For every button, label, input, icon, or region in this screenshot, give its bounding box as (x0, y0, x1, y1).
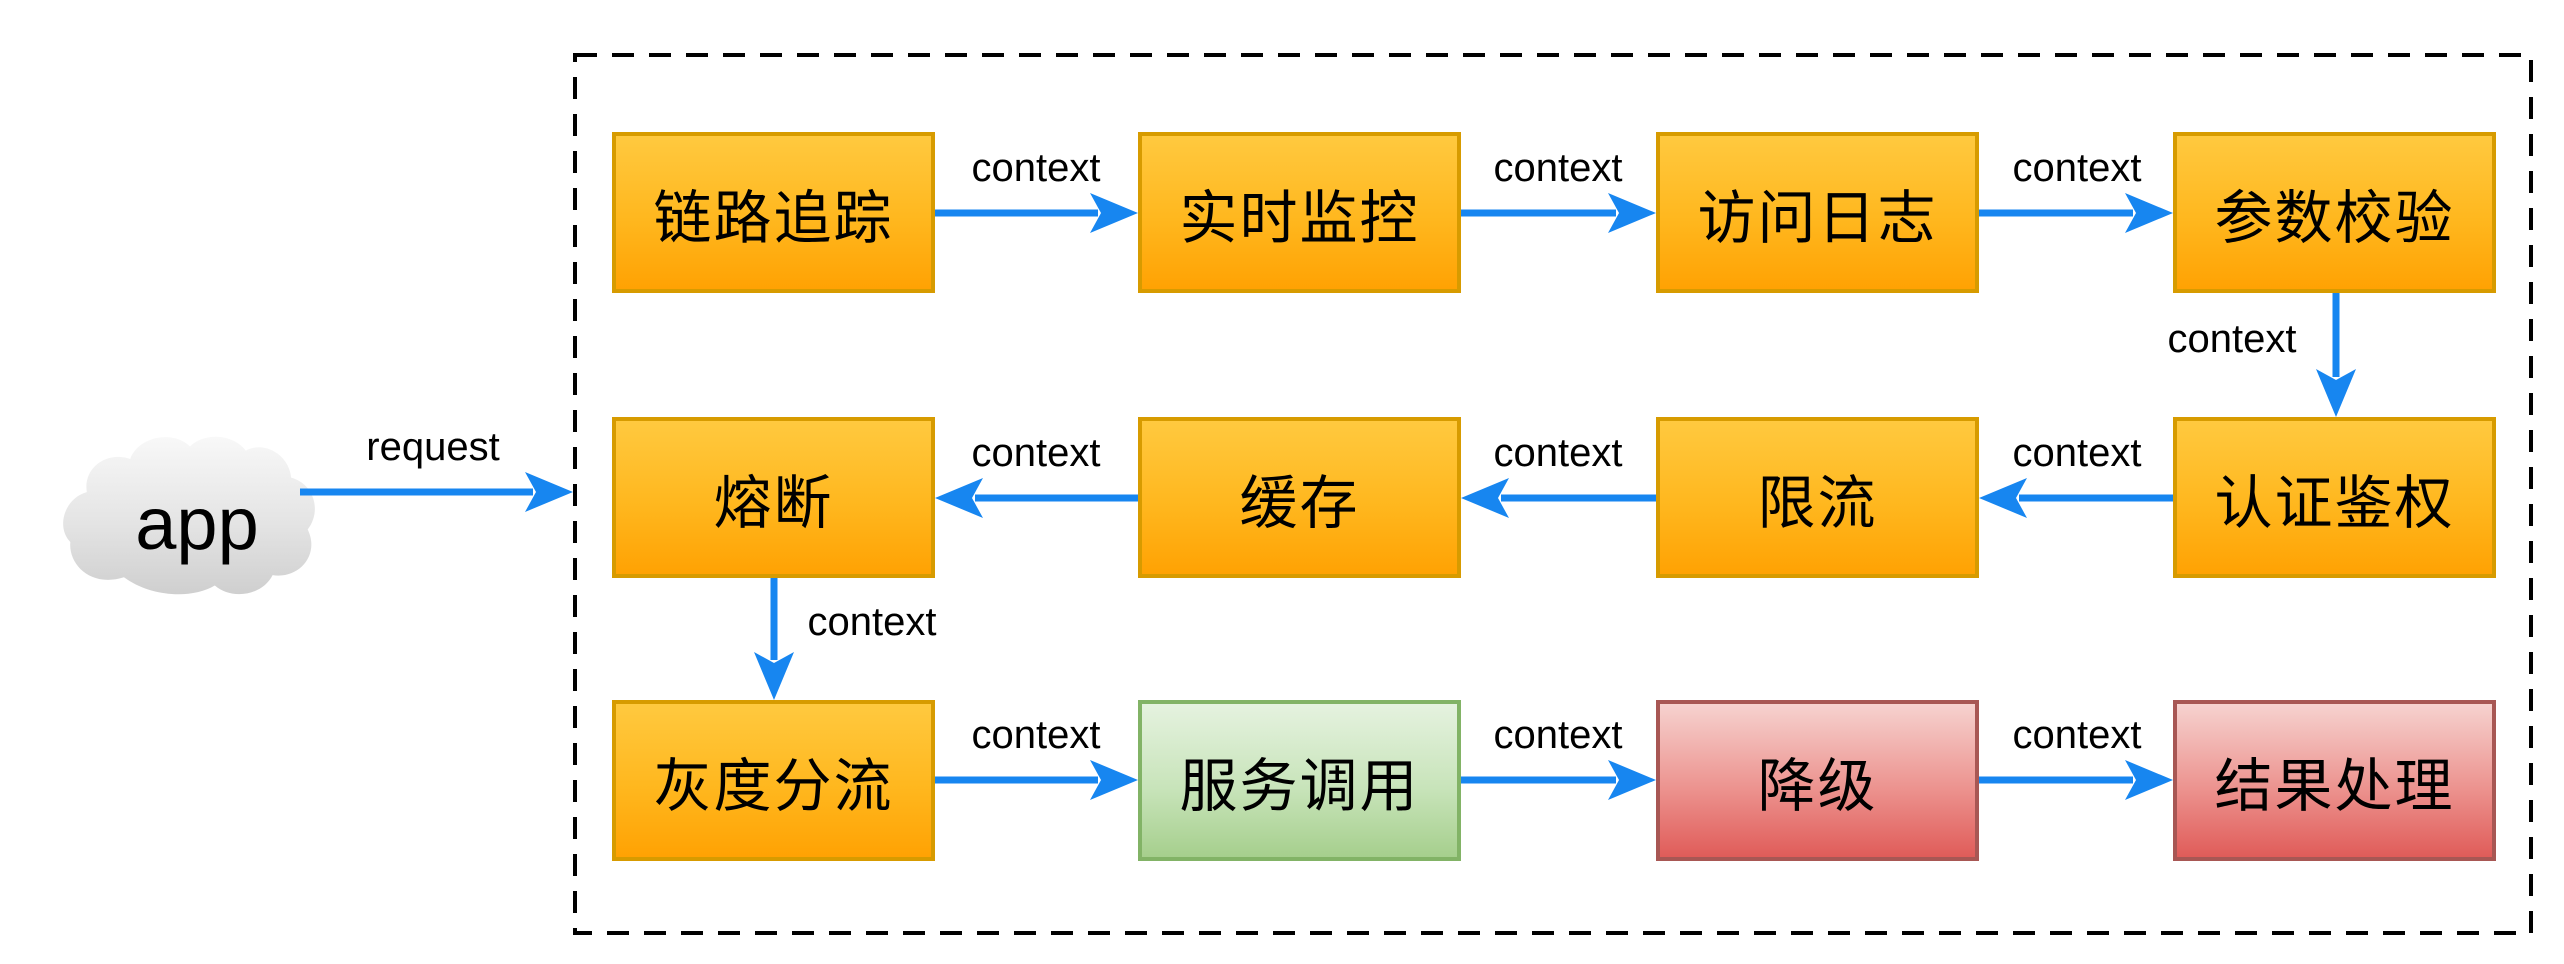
app-label: app (135, 482, 259, 565)
node-link-tracing: 链路追踪 (612, 132, 935, 293)
edge-label-context-3: context (2012, 146, 2142, 190)
node-rate-limit: 限流 (1656, 417, 1979, 578)
node-degradation: 降级 (1656, 700, 1979, 861)
node-access-log: 访问日志 (1656, 132, 1979, 293)
edge-label-context-9: context (971, 713, 1101, 757)
edge-label-request: request (366, 425, 500, 469)
edge-label-context-5: context (2012, 431, 2142, 475)
edge-label-context-4: context (2167, 317, 2297, 361)
app-cloud (60, 432, 318, 598)
node-gray-routing: 灰度分流 (612, 700, 935, 861)
edge-label-context-1: context (971, 146, 1101, 190)
node-result-handling: 结果处理 (2173, 700, 2496, 861)
cloud-icon (63, 436, 315, 595)
gateway-boundary (573, 53, 2533, 935)
edge-label-context-7: context (971, 431, 1101, 475)
node-cache: 缓存 (1138, 417, 1461, 578)
node-service-call: 服务调用 (1138, 700, 1461, 861)
edge-label-context-10: context (1493, 713, 1623, 757)
node-auth: 认证鉴权 (2173, 417, 2496, 578)
edge-label-context-8: context (807, 600, 937, 644)
node-circuit-breaker: 熔断 (612, 417, 935, 578)
edge-label-context-6: context (1493, 431, 1623, 475)
node-realtime-monitoring: 实时监控 (1138, 132, 1461, 293)
node-param-validation: 参数校验 (2173, 132, 2496, 293)
edge-label-context-11: context (2012, 713, 2142, 757)
edge-label-context-2: context (1493, 146, 1623, 190)
